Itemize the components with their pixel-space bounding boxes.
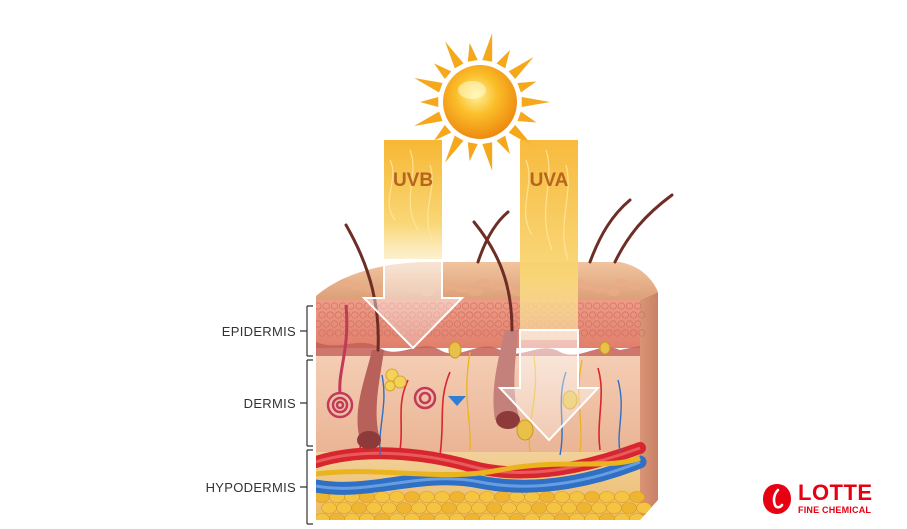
lotte-logo-icon [763,484,791,514]
brand-logo: LOTTE FINE CHEMICAL [762,480,902,520]
uva-label: UVA [529,170,569,191]
epidermis-label: EPIDERMIS [221,324,296,339]
epidermis-bracket [300,305,313,357]
dermis-bracket [300,359,313,447]
hypodermis-bracket [300,449,313,525]
dermis-label: DERMIS [243,396,296,411]
uvb-label: UVB [392,170,434,191]
uvb-ray-arrow [361,140,465,350]
brand-name: LOTTE [798,480,873,505]
uva-ray-arrow [497,140,601,442]
sun-icon [414,33,550,171]
skin-cross-section [316,193,674,520]
brand-subtitle: FINE CHEMICAL [798,505,872,515]
hypodermis-label: HYPODERMIS [205,480,296,495]
